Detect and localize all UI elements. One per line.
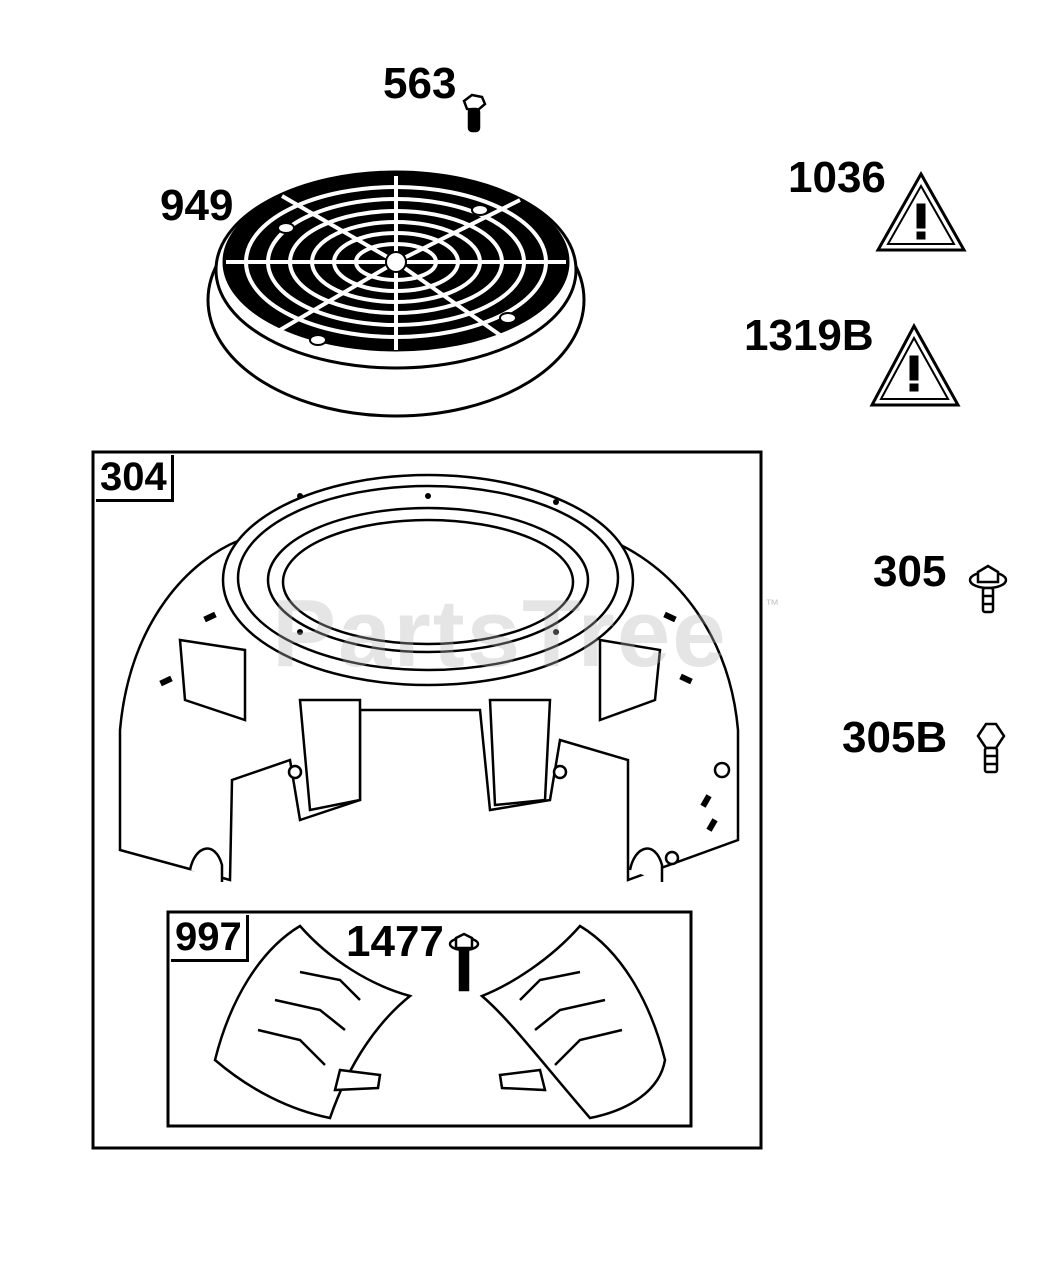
blower-housing-304-drawing (118, 473, 740, 882)
part-label-997[interactable]: 997 (171, 915, 249, 962)
part-label-305b[interactable]: 305B (842, 713, 948, 762)
screw-305b-drawing (976, 722, 1006, 774)
screw-1477-drawing (448, 932, 480, 992)
part-label-949[interactable]: 949 (160, 181, 234, 230)
screw-563-drawing (462, 93, 487, 133)
part-label-1319b[interactable]: 1319B (744, 311, 874, 360)
watermark: PartsTree (272, 580, 728, 687)
baffle-right-997-drawing (479, 924, 667, 1120)
part-label-1036[interactable]: 1036 (788, 153, 886, 202)
part-label-305[interactable]: 305 (873, 547, 947, 596)
part-label-304[interactable]: 304 (96, 455, 174, 502)
assembly-304-frame (91, 450, 763, 1150)
warning-decal-1319b-drawing (869, 322, 961, 407)
part-label-1477[interactable]: 1477 (346, 917, 444, 966)
grille-949-drawing (206, 170, 586, 418)
screw-305-drawing (968, 564, 1008, 614)
assembly-997-frame (166, 910, 693, 1128)
part-label-563[interactable]: 563 (383, 59, 457, 108)
warning-decal-1036-drawing (875, 170, 967, 252)
baffle-left-997-drawing (213, 924, 413, 1120)
trademark-mark: ™ (765, 596, 779, 612)
